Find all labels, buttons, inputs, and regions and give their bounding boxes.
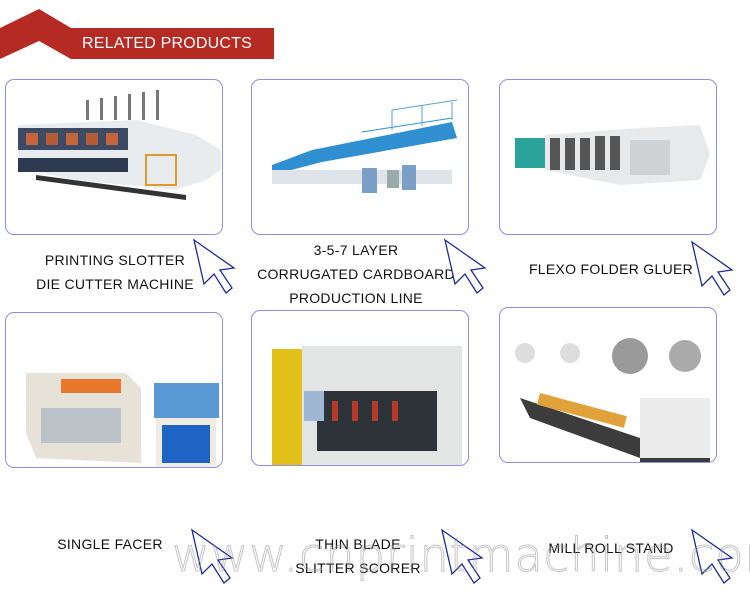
- product-caption-production-line[interactable]: 3-5-7 LAYER CORRUGATED CARDBOARD PRODUCT…: [248, 238, 464, 310]
- cursor-arrow-icon: [690, 240, 734, 296]
- section-title: RELATED PRODUCTS: [82, 35, 253, 52]
- caption-line: THIN BLADE: [315, 536, 401, 552]
- caption-line: FLEXO FOLDER GLUER: [528, 261, 694, 277]
- flexo-folder-gluer-image: [515, 125, 710, 185]
- caption-line: CORRUGATED CARDBOARD: [257, 266, 455, 282]
- cursor-arrow-icon: [190, 528, 234, 584]
- cursor-arrow-icon: [440, 528, 484, 584]
- related-products-banner: RELATED PRODUCTS: [0, 9, 274, 59]
- caption-line: PRODUCTION LINE: [289, 290, 423, 306]
- caption-line: SLITTER SCORER: [295, 560, 421, 576]
- caption-line: SINGLE FACER: [57, 536, 163, 552]
- production-line-image: [272, 99, 458, 193]
- product-caption-flexo-folder-gluer[interactable]: FLEXO FOLDER GLUER: [518, 257, 704, 281]
- product-card-flexo-folder-gluer[interactable]: [499, 79, 717, 235]
- cursor-arrow-icon: [192, 238, 236, 294]
- slitter-scorer-image: [272, 346, 462, 465]
- product-card-slitter-scorer[interactable]: [251, 310, 469, 466]
- cursor-arrow-icon: [443, 238, 487, 294]
- product-card-printing-slotter[interactable]: [5, 79, 223, 235]
- printing-slotter-machine-image: [18, 90, 221, 200]
- caption-line: DIE CUTTER MACHINE: [36, 276, 194, 292]
- caption-line: 3-5-7 LAYER: [313, 242, 399, 258]
- product-card-production-line[interactable]: [251, 79, 469, 235]
- cursor-arrow-icon: [690, 528, 734, 584]
- single-facer-image: [26, 373, 219, 467]
- product-caption-single-facer[interactable]: SINGLE FACER: [20, 532, 200, 556]
- banner-shape: [0, 9, 274, 59]
- caption-line: MILL ROLL STAND: [548, 540, 674, 556]
- product-caption-mill-roll-stand[interactable]: MILL ROLL STAND: [518, 536, 704, 560]
- mill-roll-stand-image: [515, 338, 710, 462]
- product-caption-printing-slotter[interactable]: PRINTING SLOTTER DIE CUTTER MACHINE: [20, 248, 210, 296]
- product-caption-slitter-scorer[interactable]: THIN BLADE SLITTER SCORER: [268, 532, 448, 580]
- product-card-mill-roll-stand[interactable]: [499, 307, 717, 463]
- caption-line: PRINTING SLOTTER: [44, 252, 186, 268]
- watermark-text: www.cnprintmachine.com: [171, 528, 750, 583]
- product-card-single-facer[interactable]: [5, 312, 223, 468]
